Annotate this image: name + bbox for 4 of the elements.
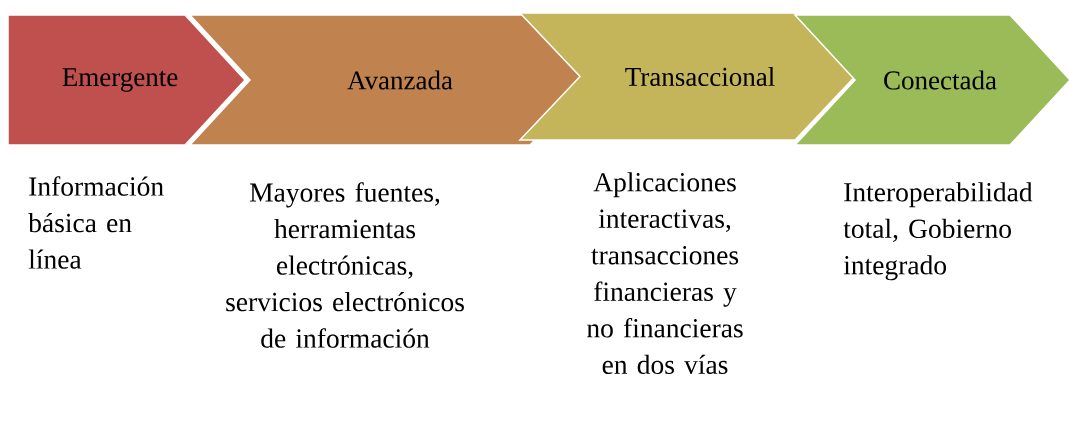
description-text: Interoperabilidad total, Gobierno integrado [843,182,1033,281]
description-text: Mayores fuentes, herramientas electrónicas, servicios electrónicos de información [226,182,464,348]
description-text: Aplicaciones interactivas, transacciones financieras y no financieras en dos vías [587,172,743,375]
description-text: Información básica en línea [28,176,164,269]
